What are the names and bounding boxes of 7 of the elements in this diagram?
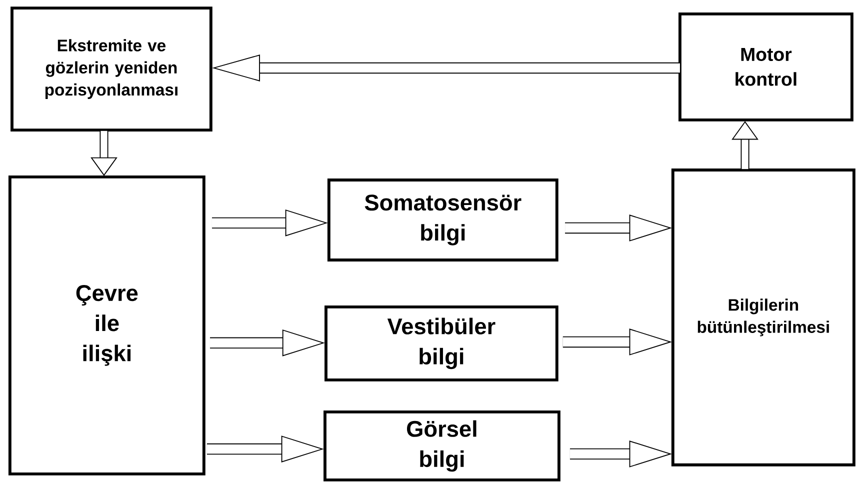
- process-box: Motor kontrol: [678, 12, 854, 122]
- process-box: Ekstremite ve gözlerin yeniden pozisyonlanması: [10, 6, 212, 132]
- process-box: Somatosensör bilgi: [327, 178, 558, 262]
- process-box: Çevre ile ilişki: [8, 175, 206, 476]
- process-box: Bilgilerin bütünleştirilmesi: [671, 168, 856, 466]
- process-box: Görsel bilgi: [324, 410, 560, 482]
- process-box: Vestibüler bilgi: [324, 305, 558, 382]
